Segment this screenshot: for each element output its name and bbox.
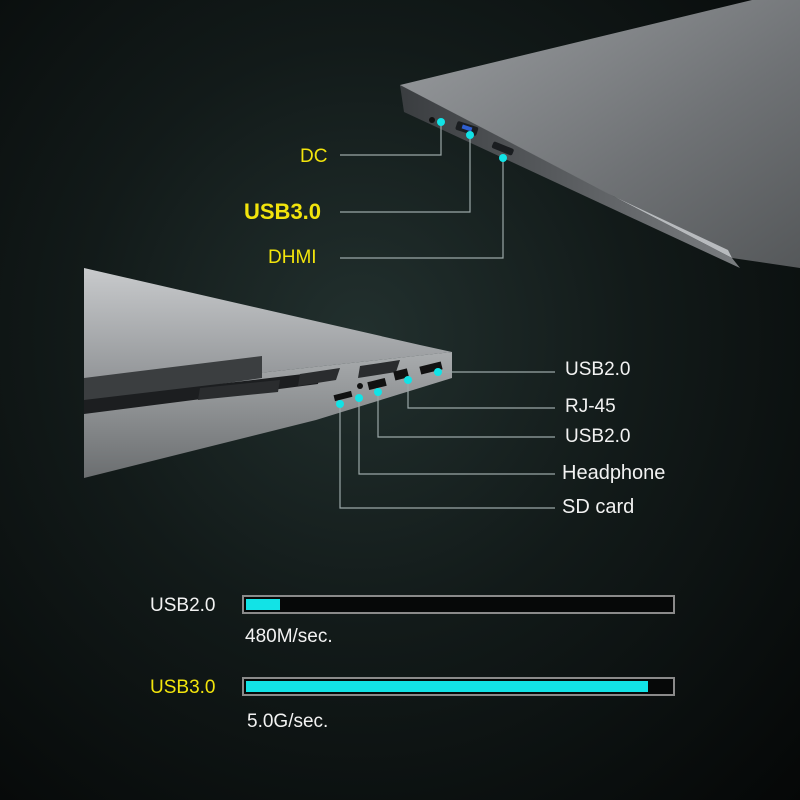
usb20-speed-bar [242, 595, 675, 614]
label-headphone: Headphone [562, 462, 666, 484]
label-dc: DC [300, 146, 328, 167]
label-usb30: USB3.0 [244, 199, 322, 224]
callout-lines-side [339, 371, 555, 509]
usb30-speed-value: 5.0G/sec. [247, 711, 329, 732]
callout-dots-top [437, 118, 507, 162]
laptop-left [84, 268, 452, 478]
usb30-speed-bar [242, 677, 675, 696]
callout-lines-top [340, 122, 504, 259]
laptop-top-right [400, 0, 800, 268]
label-usb20-a: USB2.0 [565, 359, 631, 380]
callout-dots-side [336, 368, 442, 408]
label-hdmi: DHMI [268, 247, 317, 268]
usb20-speed-fill [246, 599, 280, 610]
label-sdcard: SD card [562, 496, 635, 518]
usb30-speed-label: USB3.0 [150, 677, 216, 698]
usb30-speed-fill [246, 681, 648, 692]
label-usb20-b: USB2.0 [565, 426, 631, 447]
usb20-speed-label: USB2.0 [150, 595, 216, 616]
usb20-speed-value: 480M/sec. [245, 626, 333, 647]
label-rj45: RJ-45 [565, 396, 616, 417]
